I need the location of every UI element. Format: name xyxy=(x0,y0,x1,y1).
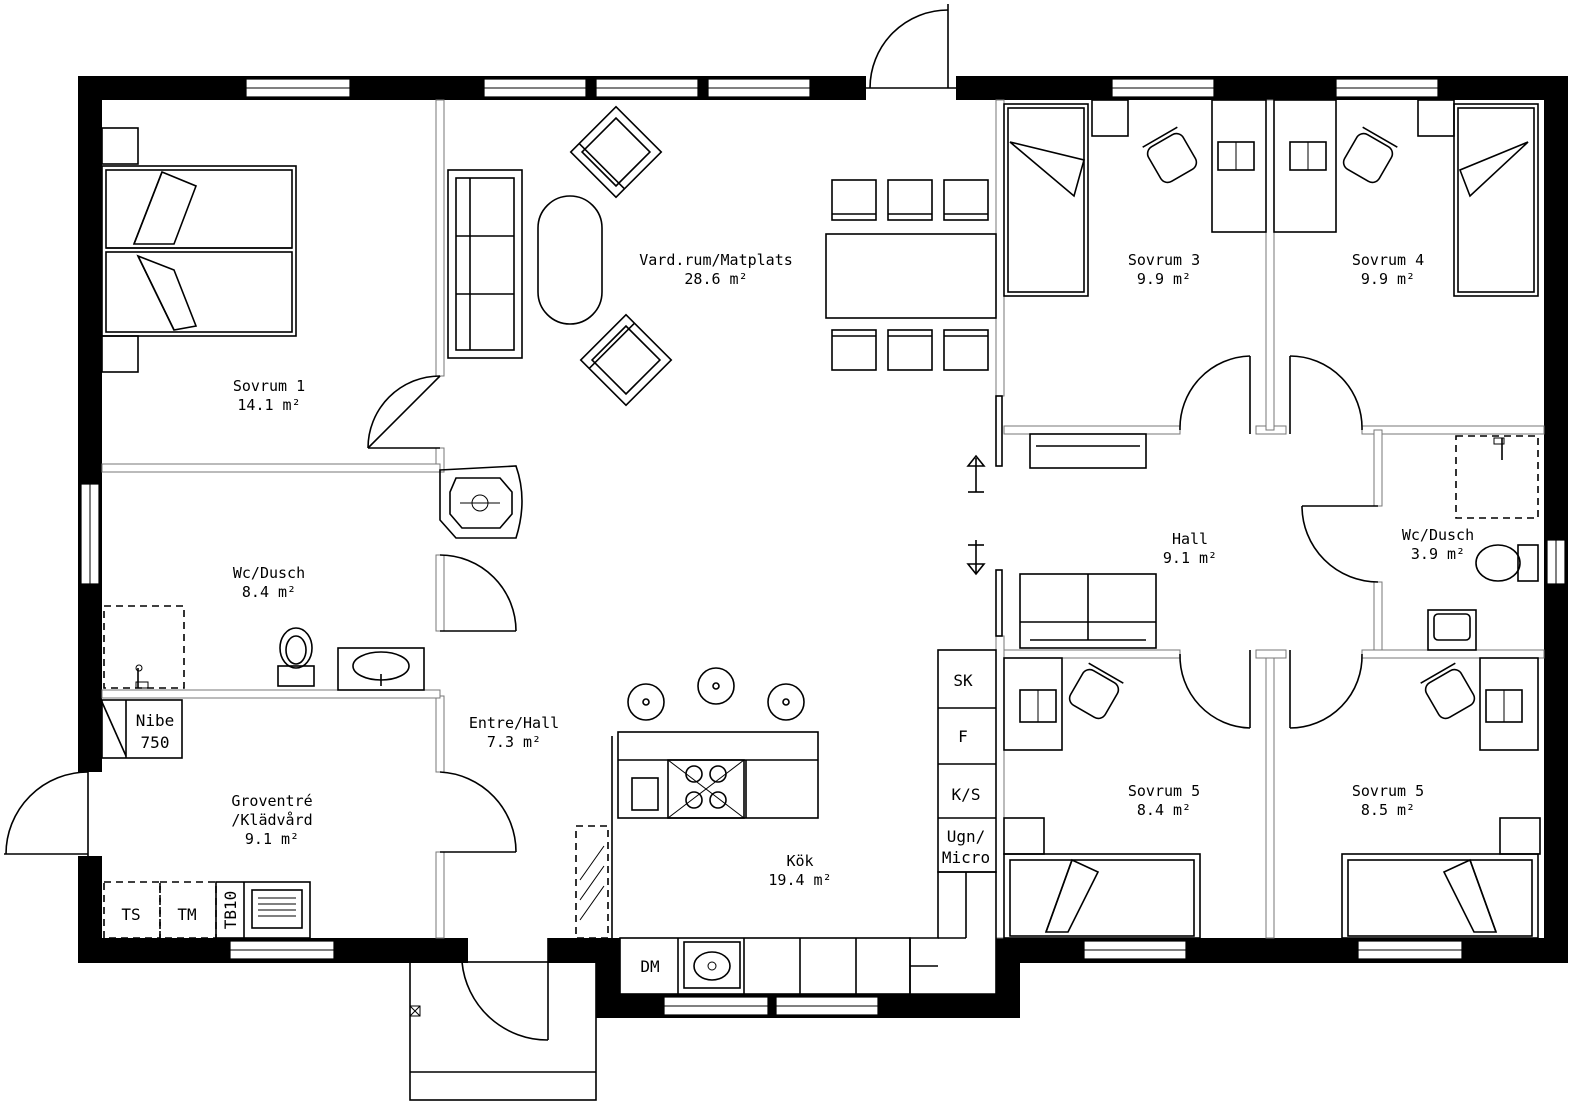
hall-furniture xyxy=(1019,433,1157,649)
room-name-sovrum-3: Sovrum 3 xyxy=(1128,251,1200,269)
room-area-kok: 19.4 m² xyxy=(768,871,831,889)
kitchen-fixtures xyxy=(575,649,997,995)
interior-walls xyxy=(101,99,1545,939)
room-name-wc-dusch-1: Wc/Dusch xyxy=(233,564,305,582)
label-tm: TM xyxy=(177,905,196,924)
room-name-wc-dusch-2: Wc/Dusch xyxy=(1402,526,1474,544)
label-micro: Micro xyxy=(942,848,990,867)
room-name-hall: Hall xyxy=(1172,530,1208,548)
label-tb10: TB10 xyxy=(221,891,240,930)
living-room-furniture xyxy=(439,105,997,539)
sovrum-3-4-furniture xyxy=(1003,99,1539,297)
windows xyxy=(80,78,1566,1016)
room-labels: Sovrum 1 14.1 m² Vard.rum/Matplats 28.6 … xyxy=(231,251,1474,889)
appliance-labels: Nibe 750 TS TM TB10 SK F K/S Ugn/ Micro … xyxy=(121,671,990,976)
room-area-vardrum: 28.6 m² xyxy=(684,270,747,288)
label-ks: K/S xyxy=(952,785,981,804)
room-name-groventre: Groventré xyxy=(231,792,312,810)
room-name-sovrum-4: Sovrum 4 xyxy=(1352,251,1424,269)
wc-dusch-2-fixtures xyxy=(1427,435,1539,651)
room-area-wc-dusch-2: 3.9 m² xyxy=(1411,545,1465,563)
label-dm: DM xyxy=(640,957,659,976)
room-name-sovrum-1: Sovrum 1 xyxy=(233,377,305,395)
label-nibe: Nibe xyxy=(136,711,175,730)
room-area-sovrum-1: 14.1 m² xyxy=(237,396,300,414)
room-area-sovrum-5b: 8.5 m² xyxy=(1361,801,1415,819)
label-ts: TS xyxy=(121,905,140,924)
room-area-sovrum-3: 9.9 m² xyxy=(1137,270,1191,288)
label-nibe-750: 750 xyxy=(141,733,170,752)
room-name-entre-hall: Entre/Hall xyxy=(469,714,559,732)
room-name-vardrum: Vard.rum/Matplats xyxy=(639,251,793,269)
doors xyxy=(4,4,1379,1101)
groventre-fixtures xyxy=(101,699,311,939)
room-area-sovrum-4: 9.9 m² xyxy=(1361,270,1415,288)
room-area-sovrum-5a: 8.4 m² xyxy=(1137,801,1191,819)
room-area-groventre: 9.1 m² xyxy=(245,830,299,848)
label-sk: SK xyxy=(953,671,973,690)
room-area-hall: 9.1 m² xyxy=(1163,549,1217,567)
room-area-entre-hall: 7.3 m² xyxy=(487,733,541,751)
room-name-klodvard: /Klädvård xyxy=(231,811,312,829)
room-name-sovrum-5b: Sovrum 5 xyxy=(1352,782,1424,800)
room-name-kok: Kök xyxy=(786,852,813,870)
label-ugn: Ugn/ xyxy=(947,827,986,846)
room-area-wc-dusch-1: 8.4 m² xyxy=(242,583,296,601)
room-name-sovrum-5a: Sovrum 5 xyxy=(1128,782,1200,800)
wc-dusch-1-fixtures xyxy=(103,605,425,691)
sovrum-1-furniture xyxy=(101,127,297,373)
sovrum-5-furniture xyxy=(1003,657,1541,939)
label-f: F xyxy=(958,727,968,746)
